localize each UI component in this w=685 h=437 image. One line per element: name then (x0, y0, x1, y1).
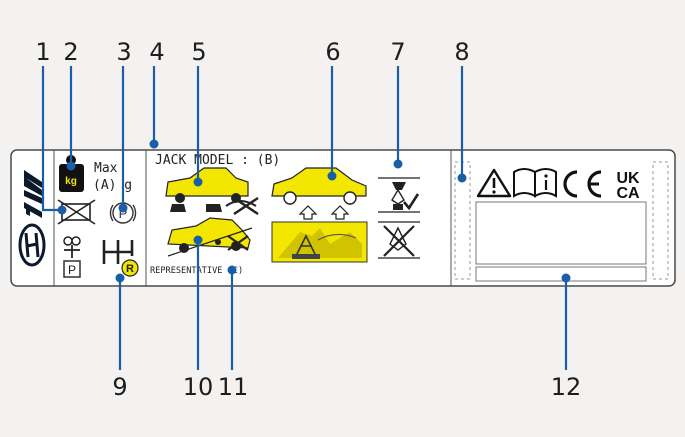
dashed-area-right (652, 161, 669, 280)
callout-dots (57, 139, 571, 283)
max-text: Max (94, 161, 118, 176)
manual-icon (513, 168, 557, 198)
parking-brake-letter: P (119, 206, 128, 221)
callout-number: 9 (112, 373, 127, 401)
callout-number: 8 (454, 38, 469, 66)
ca-text: CA (616, 185, 640, 202)
ukca-mark-icon: UK CA (616, 170, 640, 202)
callout-number: 1 (35, 38, 50, 66)
manual-reverse-icon: R (102, 240, 139, 277)
representative-text: REPRESENTATIVE (C) (150, 266, 243, 276)
gear-letter: P (68, 263, 76, 277)
callout-number: 3 (116, 38, 131, 66)
car-lift-icon (271, 167, 367, 220)
callout-number: 5 (191, 38, 206, 66)
callout-number: 11 (218, 373, 249, 401)
park-selector-icon: P (63, 236, 81, 278)
jack-model-text: JACK MODEL : (B) (155, 153, 280, 168)
jack-photo-image (271, 221, 368, 263)
callout-number: 4 (149, 38, 164, 66)
hyundai-logo-icon (18, 223, 46, 267)
warning-icon (476, 168, 512, 198)
barcode-strip (475, 266, 647, 282)
callout-number: 6 (325, 38, 340, 66)
jack-ok-icon (378, 177, 420, 213)
callout-number: 2 (63, 38, 78, 66)
uk-text: UK (616, 170, 640, 187)
no-engine-icon (57, 199, 96, 225)
callout-number: 7 (390, 38, 405, 66)
callout-number: 12 (551, 373, 582, 401)
callout-number: 10 (183, 373, 214, 401)
callout-lines (41, 66, 568, 370)
jack-lift-icon (165, 167, 259, 215)
kg-text: kg (65, 176, 77, 187)
load-text: (A) g (93, 178, 132, 193)
person-under-car-icon (167, 217, 253, 257)
reverse-letter: R (126, 263, 134, 275)
info-box (475, 201, 647, 265)
jack-no-icon (378, 221, 420, 259)
kia-logo-icon (24, 170, 42, 218)
ce-mark-icon (563, 170, 602, 198)
